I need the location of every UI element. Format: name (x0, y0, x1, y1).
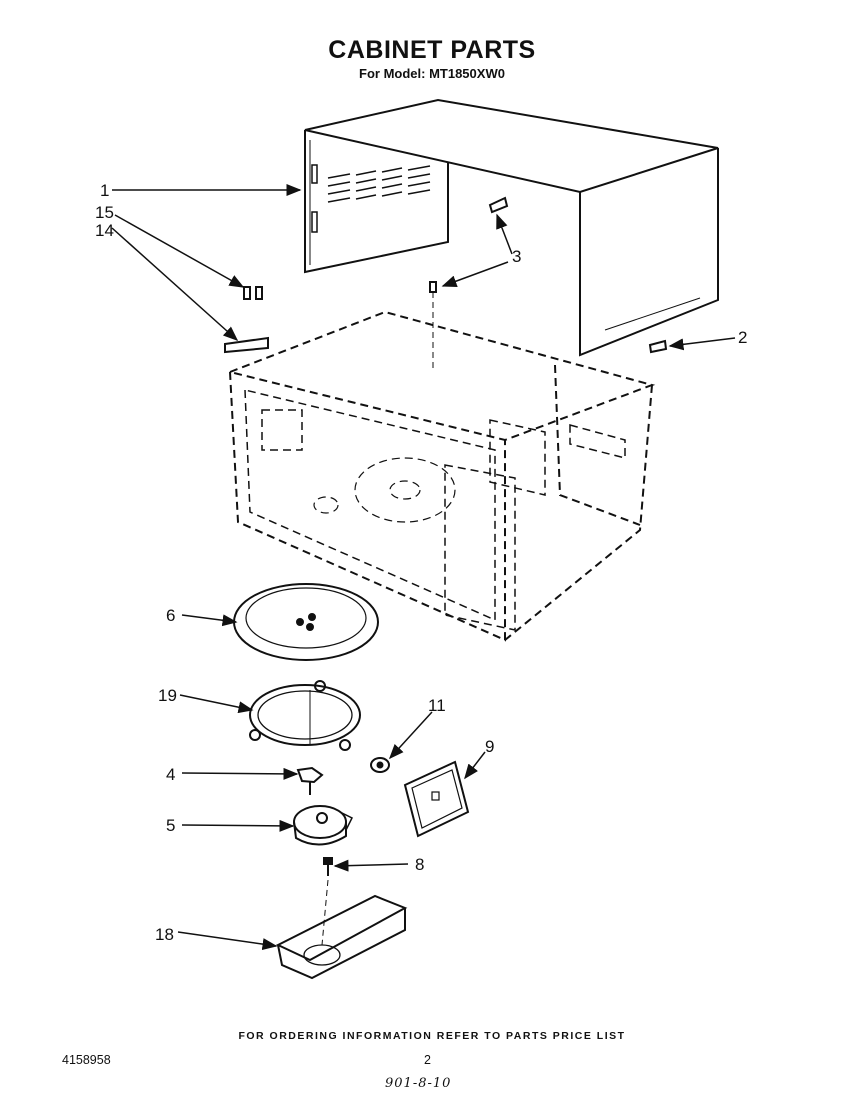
callout-4: 4 (166, 765, 175, 784)
waveguide-cover (403, 760, 470, 838)
handwritten-note: 901-8-10 (385, 1076, 452, 1091)
callout-9: 9 (485, 737, 494, 756)
callout-8: 8 (415, 855, 424, 874)
ordering-info-note: FOR ORDERING INFORMATION REFER TO PARTS … (238, 1030, 626, 1042)
callout-leaders (111, 184, 736, 951)
glass-tray (233, 583, 379, 661)
callout-2: 2 (738, 328, 747, 347)
model-subtitle: For Model: MT1850XW0 (359, 66, 505, 81)
roller-wheel (370, 757, 390, 773)
page-title: CABINET PARTS (328, 36, 536, 64)
turntable-coupler (296, 766, 324, 795)
callout-19: 19 (158, 686, 177, 705)
roller-ring (249, 680, 361, 751)
microwave-chassis (226, 310, 656, 642)
callout-11: 11 (428, 696, 446, 715)
callout-labels: 1 15 14 3 2 6 19 11 9 4 5 8 18 (95, 181, 747, 944)
motor-screw (323, 857, 333, 876)
motor-cover-bracket (275, 879, 408, 980)
turntable-motor (293, 805, 354, 846)
callout-6: 6 (166, 606, 175, 625)
top-fasteners (224, 196, 668, 368)
callout-5: 5 (166, 816, 175, 835)
page-number: 2 (424, 1053, 431, 1067)
callout-18: 18 (155, 925, 174, 944)
callout-15: 15 (95, 203, 114, 222)
document-number: 4158958 (62, 1053, 111, 1067)
callout-1: 1 (100, 181, 109, 200)
callout-3: 3 (512, 247, 521, 266)
callout-14: 14 (95, 221, 114, 240)
cabinet-wrapper (304, 98, 719, 357)
